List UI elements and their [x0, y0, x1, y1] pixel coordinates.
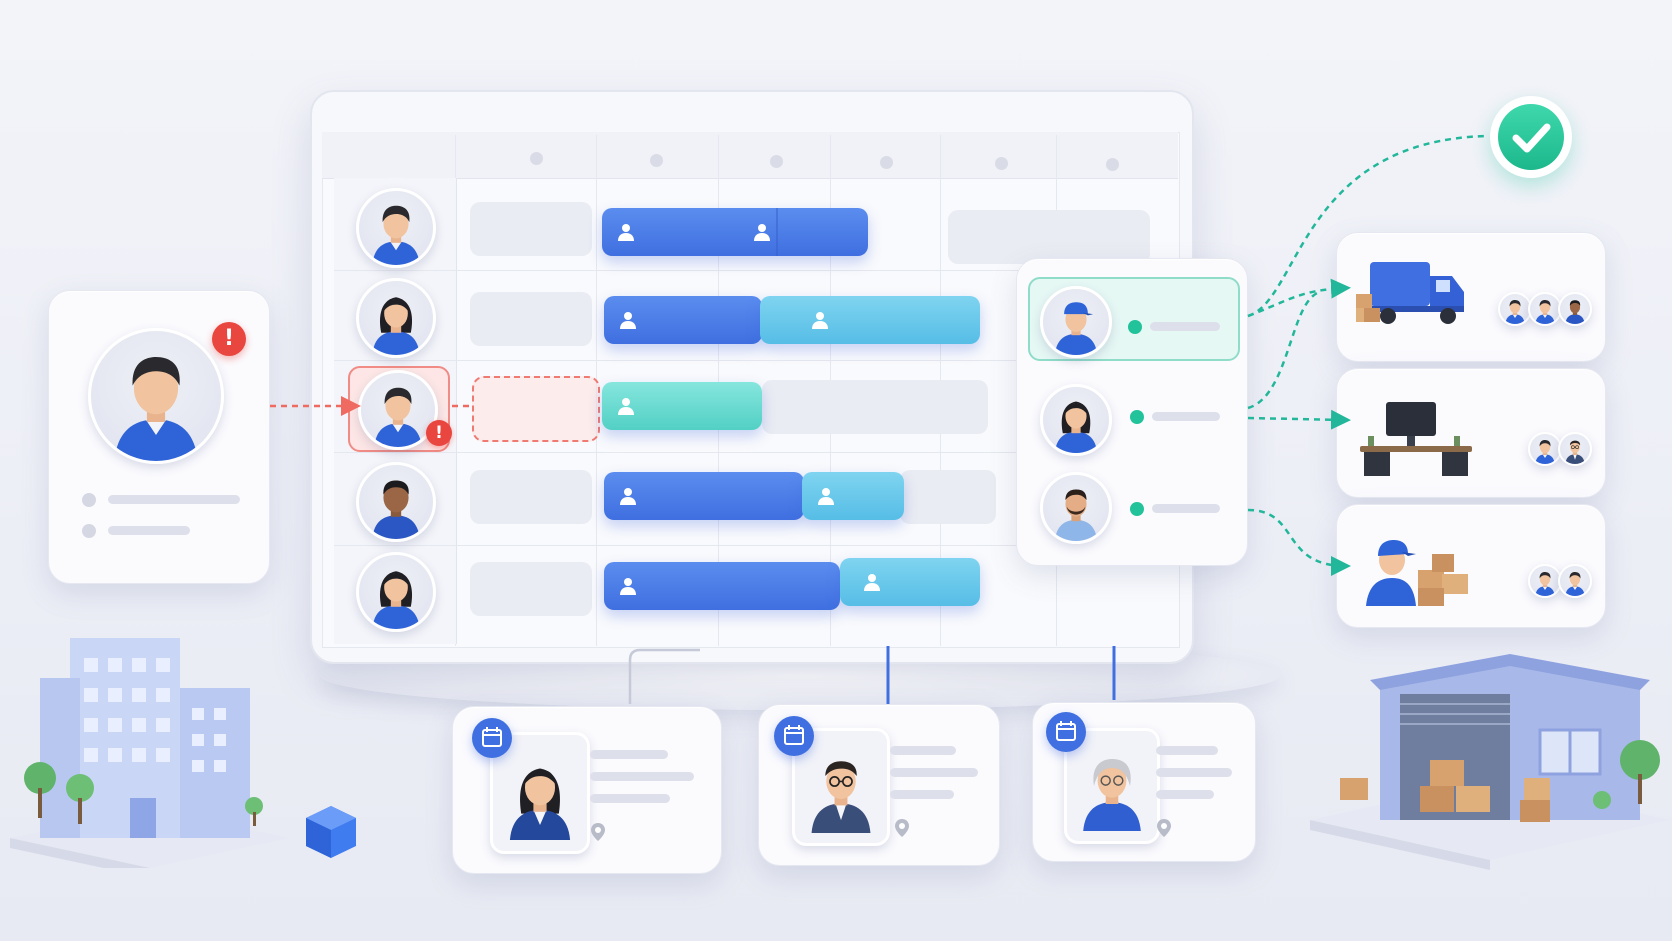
column-header-dot[interactable]: [880, 156, 893, 169]
detail-line: [1156, 768, 1232, 777]
employee-2-avatar[interactable]: [356, 278, 436, 358]
detail-line: [1156, 746, 1218, 755]
shift-bar[interactable]: [604, 472, 804, 520]
column-header-dot[interactable]: [1106, 158, 1119, 171]
empty-slot[interactable]: [900, 470, 996, 524]
scheduler-header: [322, 132, 1178, 179]
shift-bar[interactable]: [604, 562, 840, 610]
detail-line: [590, 750, 668, 759]
reassigned-shift-bar[interactable]: [602, 382, 762, 430]
alert-icon: !: [426, 420, 452, 446]
shift-divider: [776, 208, 778, 256]
shift-bar[interactable]: [840, 558, 980, 606]
location-pin-icon: [1157, 819, 1171, 837]
empty-slot[interactable]: [470, 202, 592, 256]
shift-bar[interactable]: [602, 208, 868, 256]
detail-line: [590, 794, 670, 803]
detail-bullet: [82, 524, 96, 538]
absent-employee-avatar[interactable]: [88, 328, 224, 464]
candidate-line: [1152, 412, 1220, 421]
shift-bar[interactable]: [802, 472, 904, 520]
shift-bar[interactable]: [760, 296, 980, 344]
calendar-icon[interactable]: [472, 718, 512, 758]
employee-4-avatar[interactable]: [356, 462, 436, 542]
team-member-avatar: [1558, 432, 1592, 466]
candidate-2-avatar[interactable]: [1040, 384, 1112, 456]
detail-bullet: [82, 493, 96, 507]
available-dot: [1130, 502, 1144, 516]
detail-line: [108, 526, 190, 535]
empty-slot[interactable]: [948, 210, 1150, 264]
column-header-dot[interactable]: [995, 157, 1008, 170]
empty-slot[interactable]: [470, 292, 592, 346]
employee-1-avatar[interactable]: [356, 188, 436, 268]
row-divider: [334, 452, 1174, 453]
calendar-icon[interactable]: [1046, 712, 1086, 752]
column-header-dot[interactable]: [650, 154, 663, 167]
candidate-line: [1152, 504, 1220, 513]
column-header-dot[interactable]: [530, 152, 543, 165]
team-member-avatar: [1558, 564, 1592, 598]
row-divider: [334, 270, 1174, 271]
empty-slot[interactable]: [470, 470, 592, 524]
cube-icon: [302, 804, 360, 860]
employee-5-avatar[interactable]: [356, 552, 436, 632]
alert-icon: !: [212, 322, 246, 356]
location-pin-icon: [591, 823, 605, 841]
row-divider: [334, 545, 1174, 546]
detail-line: [108, 495, 240, 504]
row-divider: [334, 360, 1174, 361]
detail-line: [890, 746, 956, 755]
detail-line: [590, 772, 694, 781]
workstation-icon: [1356, 400, 1476, 480]
calendar-icon[interactable]: [774, 716, 814, 756]
available-dot: [1130, 410, 1144, 424]
candidate-line: [1150, 322, 1220, 331]
team-member-avatar: [1498, 292, 1532, 326]
candidate-3-avatar[interactable]: [1040, 472, 1112, 544]
candidate-1-avatar[interactable]: [1040, 286, 1112, 358]
available-dot: [1128, 320, 1142, 334]
empty-slot[interactable]: [762, 380, 988, 434]
warehouse-icon: [1300, 650, 1672, 880]
check-icon: [1490, 96, 1572, 178]
column-header-dot[interactable]: [770, 155, 783, 168]
team-member-avatar: [1558, 292, 1592, 326]
team-member-avatar: [1528, 432, 1562, 466]
office-building-icon: [0, 628, 330, 878]
truck-icon: [1356, 258, 1476, 330]
employee-3-avatar[interactable]: [358, 370, 438, 450]
empty-slot[interactable]: [470, 562, 592, 616]
office-assignment-card[interactable]: [1336, 368, 1606, 498]
worker-boxes-icon: [1362, 530, 1472, 606]
conflict-slot[interactable]: [472, 376, 600, 442]
detail-line: [1156, 790, 1214, 799]
detail-line: [890, 768, 978, 777]
detail-line: [890, 790, 954, 799]
shift-bar[interactable]: [604, 296, 762, 344]
staff-1-avatar: [490, 732, 590, 854]
staff-3-avatar: [1064, 728, 1160, 844]
location-pin-icon: [895, 819, 909, 837]
